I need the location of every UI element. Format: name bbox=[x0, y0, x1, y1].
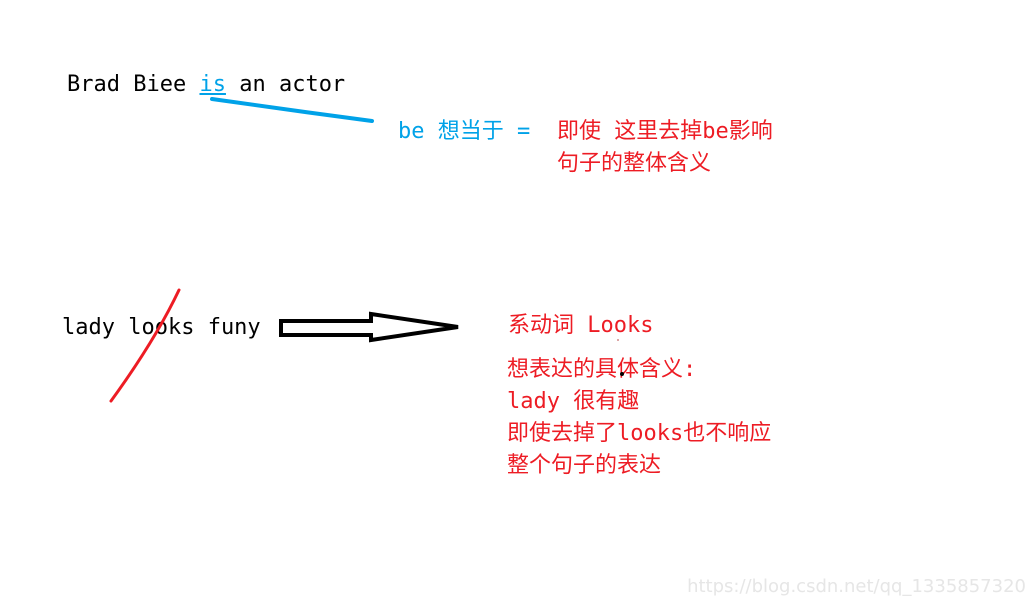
stray-dot-small bbox=[617, 339, 619, 341]
note-2-line-2: lady 很有趣 bbox=[507, 389, 640, 414]
note-2-line-1: 想表达的具体含义: bbox=[507, 357, 697, 382]
note-2-line-3: 即使去掉了looks也不响应 bbox=[507, 421, 772, 446]
sentence-1-verb: is bbox=[199, 72, 226, 97]
red-strike-stroke bbox=[109, 288, 181, 403]
note-2-line-4: 整个句子的表达 bbox=[507, 453, 662, 478]
blue-underline-stroke bbox=[210, 97, 374, 123]
sentence-1-object: an actor bbox=[239, 72, 346, 97]
note-2-title: 系动词 Looks bbox=[508, 313, 654, 338]
note-1-label: be 想当于 = bbox=[398, 119, 531, 144]
watermark-url: https://blog.csdn.net/qq_1335857320 bbox=[687, 576, 1026, 597]
right-arrow bbox=[279, 311, 459, 343]
sentence-1-subject: Brad Biee bbox=[67, 72, 187, 97]
sentence-2: lady looks funy bbox=[62, 315, 261, 340]
note-1-line-1: 即使 这里去掉be影响 bbox=[557, 119, 773, 144]
sentence-1: Brad Biee is an actor bbox=[67, 72, 345, 97]
note-1-line-2: 句子的整体含义 bbox=[557, 151, 712, 176]
